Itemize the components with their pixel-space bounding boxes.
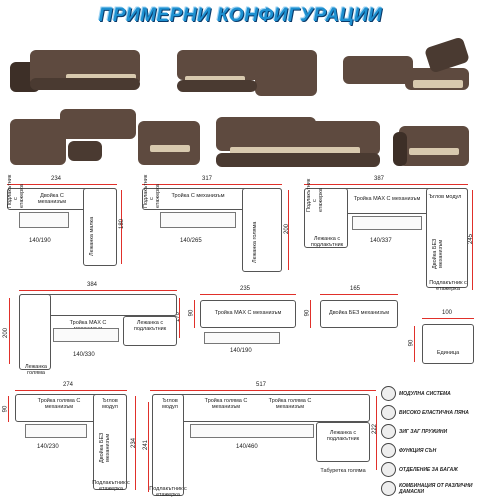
- page-title-banner: ПРИМЕРНИ КОНФИГУРАЦИИ: [0, 2, 481, 30]
- sofa-photo-2: [165, 38, 325, 100]
- legend-item: ВИСОКО ЕЛАСТИЧНА ПЯНА: [381, 403, 479, 422]
- sofa-photo-5: [210, 107, 385, 173]
- spring-icon: [381, 424, 396, 439]
- part-label: Табуретка голяма: [320, 468, 366, 474]
- modular-icon: [381, 386, 396, 401]
- part-label: Подлакътник с етажерка: [92, 480, 130, 492]
- sofa-photo-4: [4, 105, 204, 171]
- config-diagram-1: 234 180 Подлакътник с етажерка Двойка С …: [5, 174, 126, 276]
- page-title: ПРИМЕРНИ КОНФИГУРАЦИИ: [98, 5, 383, 26]
- legend-item: ОТДЕЛЕНИЕ ЗА БАГАЖ: [381, 460, 479, 479]
- legend-label: КОМБИНАЦИЯ ОТ РАЗЛИЧНИ ДАМАСКИ: [399, 482, 473, 495]
- sleep-size: 140/337: [370, 238, 392, 244]
- side-dimension: 200: [3, 327, 10, 339]
- sleep-size: 140/190: [230, 348, 252, 354]
- part-label: Тройка голяма С механизъм: [37, 398, 81, 410]
- config-diagram-5: 235 90 Тройка МАХ С механизъм 140/190: [188, 286, 300, 358]
- part-label: Лежанка с подлакътник: [133, 320, 167, 332]
- part-label: Ъглов модул: [102, 398, 118, 410]
- height-dimension: 90: [304, 309, 311, 317]
- width-dimension: 317: [202, 176, 213, 182]
- width-dimension: 274: [63, 382, 74, 388]
- config-diagram-9: 517 222 Ъглов модул Тройка голяма С меха…: [143, 382, 380, 498]
- fabric-icon: [381, 481, 396, 496]
- sleep-size: 140/460: [236, 444, 258, 450]
- side-dimension: 222: [372, 423, 379, 435]
- config-diagram-3: 387 245 Подлакътник с етажерка Тройка МА…: [300, 176, 480, 296]
- sofa-photo-1: [4, 40, 154, 98]
- width-dimension: 100: [442, 310, 453, 316]
- part-label: Тройка С механизъм: [171, 193, 225, 199]
- height-dimension: 180: [119, 218, 126, 230]
- part-label: Единица: [436, 350, 460, 356]
- foam-icon: [381, 405, 396, 420]
- part-label: Ъглов модул: [428, 194, 462, 200]
- config-diagram-4: 384 200 170 Тройка МАХ С механизъм Лежан…: [3, 282, 183, 378]
- part-label: Лежанка малка: [89, 216, 95, 256]
- legend-label: ФУНКЦИЯ СЪН: [399, 447, 437, 454]
- legend-label: ВИСОКО ЕЛАСТИЧНА ПЯНА: [399, 409, 469, 416]
- sofa-photo-6: [393, 112, 477, 170]
- width-dimension: 235: [240, 286, 251, 292]
- height-dimension: 200: [284, 223, 291, 235]
- legend-item: МОДУЛНА СИСТЕМА: [381, 384, 479, 403]
- config-diagram-2: 317 200 Подлакътник с етажерка Тройка С …: [140, 174, 298, 276]
- legend-item: КОМБИНАЦИЯ ОТ РАЗЛИЧНИ ДАМАСКИ: [381, 479, 479, 498]
- storage-icon: [381, 462, 396, 477]
- config-diagram-7: 100 90 Единица: [408, 310, 480, 372]
- part-label: Тройка голяма С механизъм: [204, 398, 248, 410]
- sleep-icon: [381, 443, 396, 458]
- legend-item: ФУНКЦИЯ СЪН: [381, 441, 479, 460]
- part-label: Подлакътник с етажерка: [149, 486, 187, 498]
- width-dimension: 234: [51, 176, 62, 182]
- side-dimension: 90: [2, 405, 9, 413]
- width-dimension: 517: [256, 382, 267, 388]
- features-legend: МОДУЛНА СИСТЕМА ВИСОКО ЕЛАСТИЧНА ПЯНА ЗИ…: [381, 384, 479, 498]
- height-dimension: 90: [188, 309, 195, 317]
- part-label: Двойка БЕЗ механизъм: [328, 310, 390, 316]
- part-label: Тройка голяма С механизъм: [268, 398, 312, 410]
- legend-label: ОТДЕЛЕНИЕ ЗА БАГАЖ: [399, 466, 458, 473]
- sleep-size: 140/265: [180, 238, 202, 244]
- height-dimension: 234: [131, 437, 138, 449]
- part-label: Подлакътник с етажерка: [7, 174, 25, 208]
- legend-label: МОДУЛНА СИСТЕМА: [399, 390, 451, 397]
- part-label: Двойка С механизъм: [37, 193, 67, 205]
- part-label: Тройка МАХ С механизъм: [353, 196, 421, 202]
- legend-item: ЗИГ ЗАГ ПРУЖИНИ: [381, 422, 479, 441]
- part-label: Двойка БЕЗ механизъм: [99, 432, 111, 464]
- part-label: Лежанка голяма: [252, 221, 258, 263]
- height-dimension: 245: [468, 233, 475, 245]
- sleep-size: 140/330: [73, 352, 95, 358]
- part-label: Лежанка с подлакътник: [310, 236, 344, 248]
- config-diagram-6: 165 90 Двойка БЕЗ механизъм: [304, 286, 406, 346]
- part-label: Двойка БЕЗ механизъм: [432, 238, 444, 270]
- width-dimension: 387: [374, 176, 385, 182]
- sofa-photo-3: [335, 38, 477, 100]
- part-label: Ъглов модул: [162, 398, 178, 410]
- legend-label: ЗИГ ЗАГ ПРУЖИНИ: [399, 428, 448, 435]
- part-label: Лежанка с подлакътник: [326, 430, 360, 442]
- part-label: Подлакътник с етажерка: [143, 174, 161, 208]
- part-label: Лежанка голяма: [25, 364, 47, 376]
- width-dimension: 384: [87, 282, 98, 288]
- height-dimension: 241: [143, 439, 150, 451]
- height-dimension: 90: [408, 339, 415, 347]
- config-diagram-8: 274 90 234 Тройка голяма С механизъм Ъгл…: [2, 382, 145, 498]
- part-label: Подлакътник с етажерка: [429, 280, 467, 292]
- part-label: Подлакътник с етажерка: [306, 178, 324, 212]
- sleep-size: 140/190: [29, 238, 51, 244]
- sleep-size: 140/230: [37, 444, 59, 450]
- part-label: Тройка МАХ С механизъм: [214, 310, 282, 316]
- width-dimension: 165: [350, 286, 361, 292]
